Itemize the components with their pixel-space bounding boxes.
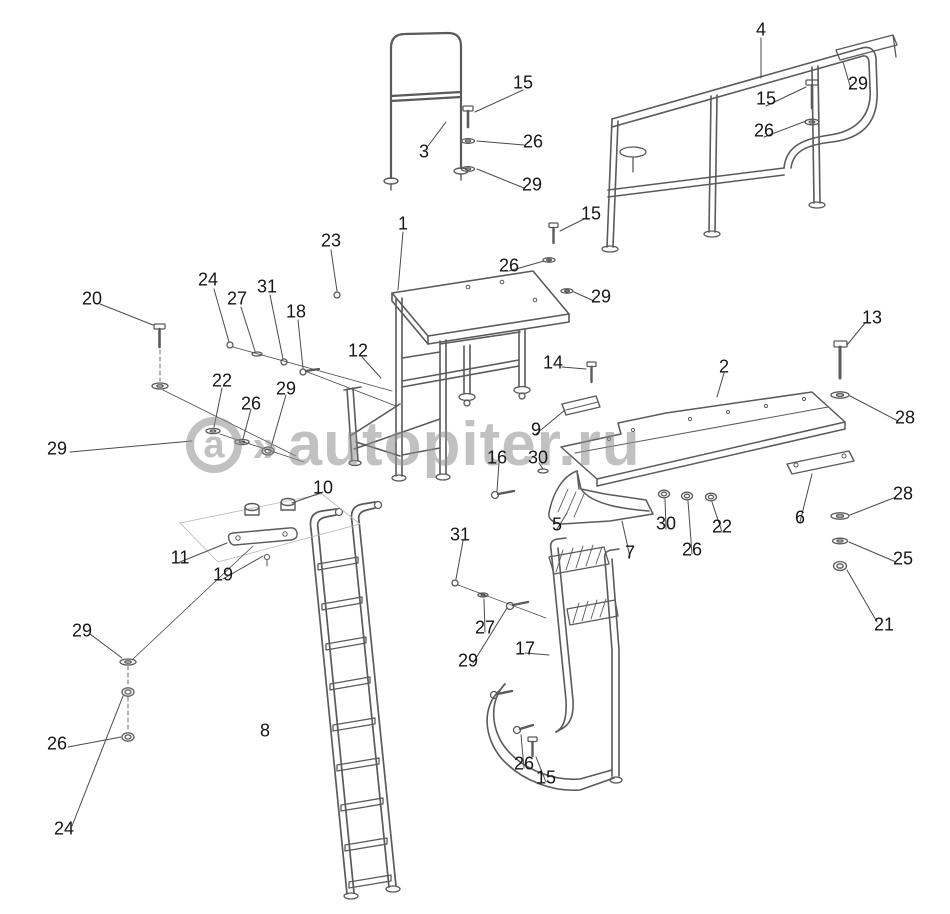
callout-27: 27	[474, 617, 496, 638]
fasteners-drawing	[119, 79, 850, 758]
callout-28: 28	[892, 483, 914, 504]
callout-26: 26	[240, 393, 262, 414]
callout-15: 15	[512, 72, 534, 93]
callout-29: 29	[590, 286, 612, 307]
callout-7: 7	[624, 542, 636, 563]
callout-6: 6	[794, 507, 806, 528]
callout-31: 31	[449, 524, 471, 545]
callout-5: 5	[551, 514, 563, 535]
callout-30: 30	[527, 447, 549, 468]
part-4-guardrail-drawing	[601, 34, 898, 253]
callout-10: 10	[312, 477, 334, 498]
callout-23: 23	[320, 230, 342, 251]
callout-26: 26	[498, 255, 520, 276]
part-9-plate-drawing	[561, 395, 601, 416]
callout-9: 9	[530, 419, 542, 440]
callout-29: 29	[46, 438, 68, 459]
part-6-bar-drawing	[786, 450, 855, 475]
callout-14: 14	[542, 352, 564, 373]
callout-29: 29	[521, 174, 543, 195]
callout-22: 22	[211, 370, 233, 391]
callout-26: 26	[681, 539, 703, 560]
callout-13: 13	[861, 307, 883, 328]
callout-21: 21	[873, 614, 895, 635]
callout-11: 11	[170, 547, 190, 568]
part-17-step-ladder-drawing	[486, 537, 623, 792]
callout-29: 29	[275, 378, 297, 399]
callout-26: 26	[46, 733, 68, 754]
callout-28: 28	[894, 407, 916, 428]
callout-26: 26	[513, 753, 535, 774]
part-5-7-bracket-drawing	[548, 470, 654, 525]
callout-29: 29	[71, 620, 93, 641]
leader-lines	[67, 37, 899, 827]
callout-31: 31	[256, 276, 278, 297]
callout-30: 30	[655, 513, 677, 534]
callout-15: 15	[580, 203, 602, 224]
callout-8: 8	[259, 720, 271, 741]
callout-26: 26	[522, 131, 544, 152]
callout-12: 12	[347, 340, 369, 361]
callout-24: 24	[197, 269, 219, 290]
callout-16: 16	[486, 447, 508, 468]
callout-17: 17	[514, 638, 536, 659]
callout-4: 4	[755, 19, 767, 40]
callout-20: 20	[81, 288, 103, 309]
part-2-panel-drawing	[560, 391, 846, 487]
callout-27: 27	[226, 288, 248, 309]
callout-29: 29	[847, 73, 869, 94]
callout-15: 15	[535, 767, 557, 788]
callout-2: 2	[718, 356, 730, 377]
part-1-platform-drawing	[343, 270, 570, 482]
part-8-ladder-drawing	[309, 500, 401, 900]
callout-15: 15	[755, 88, 777, 109]
part-10-11-19-brackets-drawing	[179, 493, 361, 567]
callout-1: 1	[397, 213, 409, 234]
callout-29: 29	[457, 650, 479, 671]
callout-24: 24	[53, 818, 75, 839]
callout-3: 3	[418, 141, 430, 162]
callout-22: 22	[711, 516, 733, 537]
callout-25: 25	[892, 548, 914, 569]
callout-26: 26	[753, 120, 775, 141]
part-3-handrail-drawing	[383, 31, 469, 191]
callout-19: 19	[212, 564, 234, 585]
callout-18: 18	[285, 301, 307, 322]
